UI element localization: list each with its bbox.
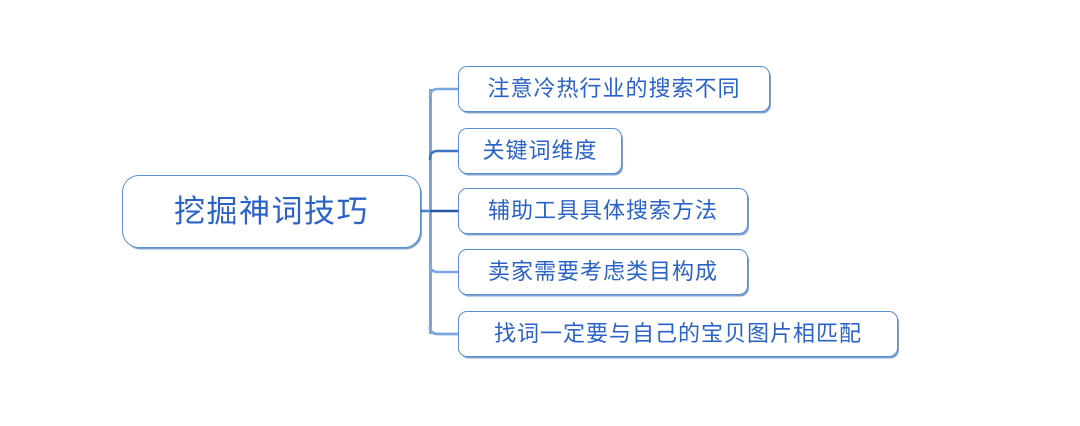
- mindmap-branch-label-1: 注意冷热行业的搜索不同: [487, 76, 741, 101]
- mindmap-branch-node-4[interactable]: 卖家需要考虑类目构成: [458, 249, 748, 295]
- mindmap-branch-node-2[interactable]: 关键词维度: [458, 128, 622, 174]
- connector-branch-1: [428, 149, 458, 160]
- mindmap-root-label: 挖掘神词技巧: [174, 194, 369, 229]
- mindmap-branch-node-1[interactable]: 注意冷热行业的搜索不同: [458, 66, 770, 112]
- mindmap-branch-label-5: 找词一定要与自己的宝贝图片相匹配: [493, 321, 862, 346]
- mindmap-branch-node-3[interactable]: 辅助工具具体搜索方法: [458, 188, 748, 234]
- connector-branch-0: [428, 87, 458, 99]
- connector-branch-3: [428, 264, 458, 274]
- connector-branch-4: [428, 326, 458, 336]
- mindmap-branch-label-2: 关键词维度: [482, 138, 598, 163]
- mindmap-root-node[interactable]: 挖掘神词技巧: [122, 175, 421, 248]
- mindmap-branch-label-4: 卖家需要考虑类目构成: [487, 259, 718, 284]
- mindmap-branch-node-5[interactable]: 找词一定要与自己的宝贝图片相匹配: [458, 311, 898, 357]
- mindmap-branch-label-3: 辅助工具具体搜索方法: [487, 198, 718, 223]
